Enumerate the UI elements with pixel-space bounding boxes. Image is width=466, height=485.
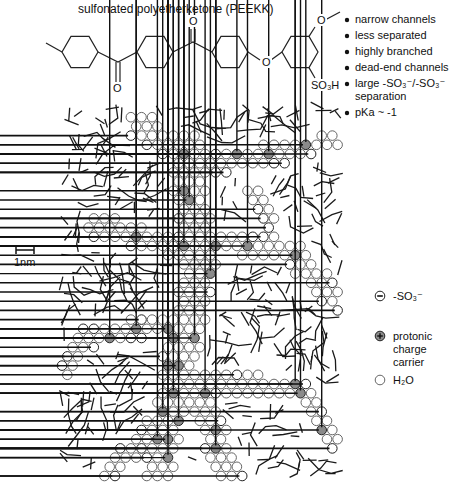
legend-text: -SO₃⁻ <box>393 290 423 303</box>
scale-label: 1nm <box>14 256 35 269</box>
atom-label: O <box>188 15 199 27</box>
feature-bullet: dead-end channels <box>355 61 449 74</box>
legend-text: protonic charge carrier <box>393 330 459 369</box>
feature-bullet: large -SO₃⁻/-SO₃⁻ separation <box>355 77 461 103</box>
atom-label: O <box>316 14 327 26</box>
atom-label: O <box>112 82 123 94</box>
feature-bullet: pKa ~ -1 <box>355 106 397 119</box>
channel-particles <box>0 0 342 481</box>
legend-text: H₂O <box>393 374 414 387</box>
feature-bullet: highly branched <box>355 45 433 58</box>
bullet-dots <box>345 18 349 115</box>
atom-label: SO₃H <box>310 79 340 91</box>
feature-bullet: less separated <box>355 29 427 42</box>
title: sulfonated polyetherketone (PEEKK) <box>78 2 273 16</box>
feature-bullet: narrow channels <box>355 13 436 26</box>
scale-bar <box>16 246 34 254</box>
atom-label: O <box>261 56 272 68</box>
legend-symbols <box>375 291 385 385</box>
